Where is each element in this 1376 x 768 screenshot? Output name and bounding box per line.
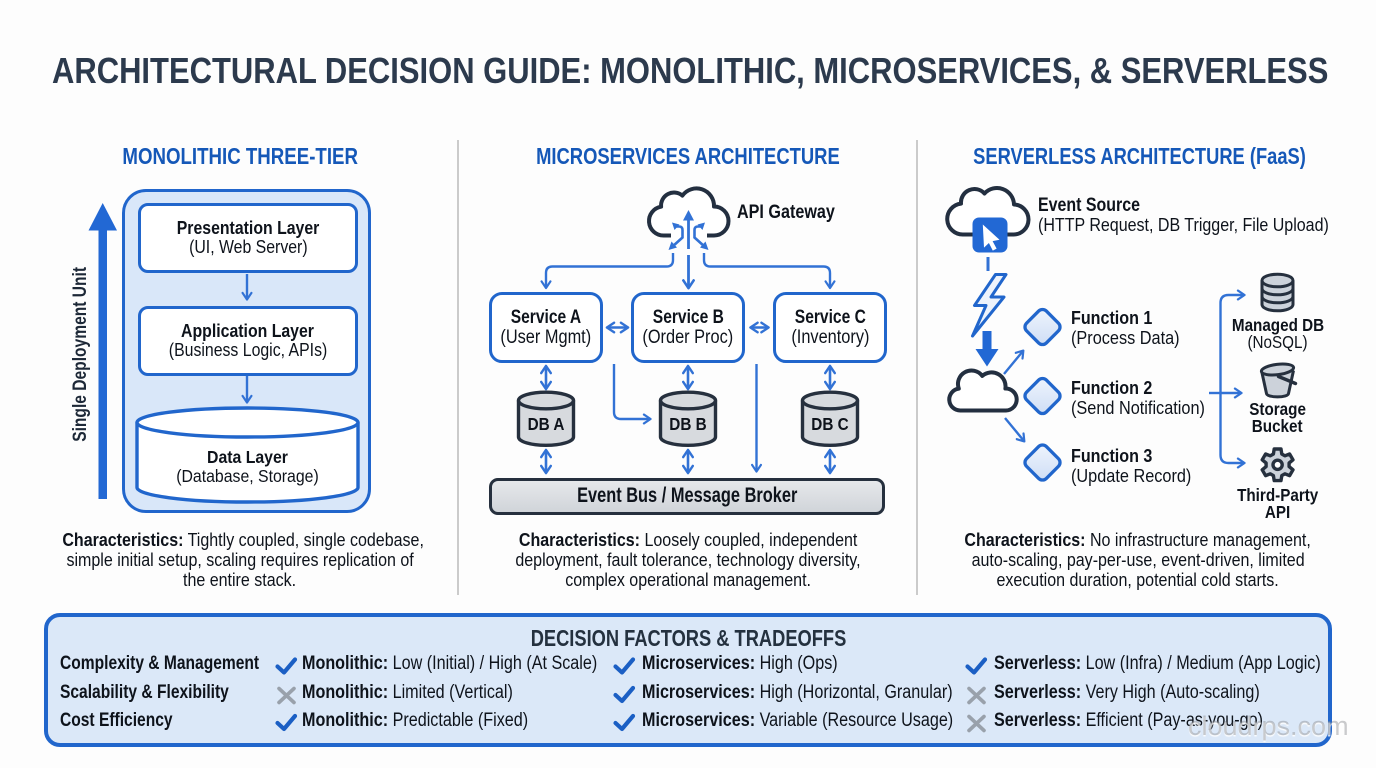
svg-text:DB C: DB C: [811, 414, 848, 434]
svg-text:Data Layer: Data Layer: [207, 447, 288, 467]
svg-text:(Database, Storage): (Database, Storage): [176, 466, 319, 486]
svg-text:DB A: DB A: [528, 414, 565, 434]
svg-text:DB B: DB B: [669, 414, 706, 434]
